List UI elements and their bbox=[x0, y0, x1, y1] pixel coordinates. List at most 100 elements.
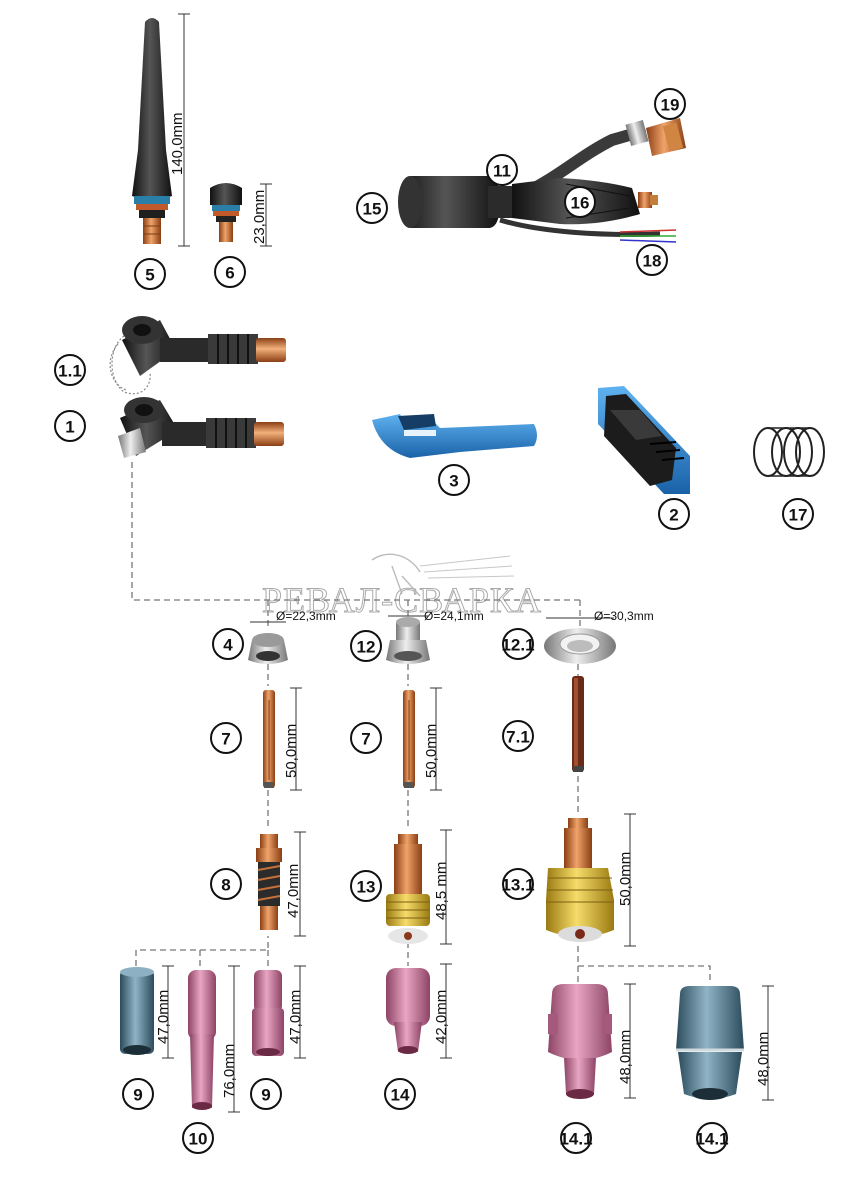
badge-15: 15 bbox=[356, 192, 388, 224]
dimension-label: 23,0mm bbox=[251, 190, 268, 244]
dimension-label: 50,0mm bbox=[617, 852, 634, 906]
dimension-label: 76,0mm bbox=[221, 1044, 238, 1098]
dimension-label: Ø=24,1mm bbox=[424, 609, 484, 623]
badge-14-1-right: 14.1 bbox=[695, 1122, 729, 1154]
badge-label: 13 bbox=[357, 878, 376, 897]
badge-label: 8 bbox=[221, 876, 230, 895]
nozzle-14 bbox=[386, 968, 430, 1054]
badge-label: 16 bbox=[571, 194, 590, 213]
dimension-cup-12-1: Ø=30,3mm bbox=[546, 609, 654, 623]
badge-label: 18 bbox=[643, 252, 662, 271]
dimension-nozzle-14: 42,0mm bbox=[433, 963, 452, 1059]
badge-12: 12 bbox=[350, 630, 382, 662]
badge-2: 2 bbox=[658, 498, 690, 530]
cable-assembly bbox=[398, 118, 686, 243]
blue-handle bbox=[372, 414, 537, 458]
nozzle-9-pink bbox=[252, 970, 284, 1056]
dimension-label: 42,0mm bbox=[433, 990, 450, 1044]
badge-label: 7.1 bbox=[506, 728, 530, 747]
connector-lines bbox=[131, 462, 711, 984]
badge-label: 2 bbox=[669, 506, 678, 525]
gas-lens-13-1 bbox=[546, 818, 614, 942]
collet-7-1 bbox=[572, 676, 584, 772]
badge-label: 4 bbox=[223, 636, 233, 655]
badge-label: 7 bbox=[221, 730, 230, 749]
dimension-label: 50,0mm bbox=[423, 724, 440, 778]
collet-7-left bbox=[263, 690, 275, 788]
badge-18: 18 bbox=[636, 244, 668, 276]
dimension-cup-12: Ø=24,1mm bbox=[388, 609, 484, 623]
collet-body-13 bbox=[386, 834, 430, 944]
badge-label: 1.1 bbox=[58, 362, 82, 381]
badge-10: 10 bbox=[182, 1122, 214, 1154]
badge-3: 3 bbox=[438, 464, 470, 496]
long-back-cap bbox=[132, 18, 172, 244]
badge-label: 7 bbox=[361, 730, 370, 749]
badge-6: 6 bbox=[214, 256, 246, 288]
badge-9-left: 9 bbox=[122, 1078, 154, 1110]
handle-grip bbox=[598, 386, 690, 494]
badge-label: 11 bbox=[493, 162, 511, 181]
badge-label: 15 bbox=[363, 200, 382, 219]
dimension-body-13: 48,5 mm bbox=[433, 829, 452, 945]
dimension-body-8: 47,0mm bbox=[285, 831, 306, 937]
badge-label: 14.1 bbox=[695, 1130, 728, 1149]
dimension-label: 47,0mm bbox=[155, 990, 172, 1044]
badge-label: 19 bbox=[661, 96, 680, 115]
torch-head bbox=[118, 397, 284, 458]
cup-12 bbox=[386, 617, 430, 664]
dimension-collet-middle: 50,0mm bbox=[423, 687, 442, 791]
collet-body-8 bbox=[256, 834, 282, 930]
badge-label: 5 bbox=[145, 266, 154, 285]
dimension-label: 48,0mm bbox=[617, 1030, 634, 1084]
badge-17: 17 bbox=[782, 498, 814, 530]
torch-head-with-cap bbox=[109, 316, 286, 395]
badge-1-1: 1.1 bbox=[54, 354, 86, 386]
badge-19: 19 bbox=[654, 88, 686, 120]
badge-label: 13.1 bbox=[501, 876, 534, 895]
badge-11: 11 bbox=[486, 154, 518, 186]
dimension-label: 48,5 mm bbox=[433, 862, 450, 920]
nozzle-14-1-blue bbox=[676, 986, 744, 1100]
badge-7-left: 7 bbox=[210, 722, 242, 754]
badge-label: 9 bbox=[133, 1086, 142, 1105]
badge-label: 17 bbox=[789, 506, 808, 525]
badge-7-1: 7.1 bbox=[502, 720, 534, 752]
dimension-label: 140,0mm bbox=[169, 112, 186, 175]
dimension-nozzle-14-1-pink: 48,0mm bbox=[617, 983, 636, 1099]
short-back-cap bbox=[210, 183, 242, 242]
badge-label: 6 bbox=[225, 264, 234, 283]
collet-7-middle bbox=[403, 690, 415, 788]
dimension-label: 50,0mm bbox=[283, 724, 300, 778]
cup-4 bbox=[248, 633, 288, 664]
badge-label: 3 bbox=[449, 472, 458, 491]
badge-label: 12 bbox=[357, 638, 376, 657]
dimension-long-cap: 140,0mm bbox=[169, 13, 190, 247]
dimension-label: 47,0mm bbox=[287, 990, 304, 1044]
badge-4: 4 bbox=[212, 628, 244, 660]
badge-label: 14.1 bbox=[559, 1130, 592, 1149]
badge-16: 16 bbox=[564, 186, 596, 218]
dimension-nozzle-10: 76,0mm bbox=[221, 965, 240, 1113]
dimension-nozzle-9-blue: 47,0mm bbox=[155, 965, 174, 1059]
badge-label: 10 bbox=[189, 1130, 208, 1149]
dimension-short-cap: 23,0mm bbox=[251, 183, 272, 247]
dimension-body-13-1: 50,0mm bbox=[617, 813, 636, 947]
badge-13: 13 bbox=[350, 870, 382, 902]
badge-8: 8 bbox=[210, 868, 242, 900]
badge-7-middle: 7 bbox=[350, 722, 382, 754]
badge-9-right: 9 bbox=[250, 1078, 282, 1110]
badge-label: 9 bbox=[261, 1086, 270, 1105]
dimension-label: 47,0mm bbox=[285, 864, 302, 918]
dimension-collet-left: 50,0mm bbox=[283, 687, 302, 791]
dimension-label: Ø=22,3mm bbox=[276, 609, 336, 623]
badge-5: 5 bbox=[134, 258, 166, 290]
dimension-nozzle-9-pink: 47,0mm bbox=[287, 965, 306, 1059]
nozzle-10-long bbox=[188, 970, 216, 1110]
spring-ring bbox=[753, 427, 825, 477]
badge-label: 14 bbox=[391, 1086, 410, 1105]
cup-12-1 bbox=[544, 628, 616, 664]
nozzle-9-blue bbox=[120, 967, 154, 1055]
badge-1: 1 bbox=[54, 410, 86, 442]
